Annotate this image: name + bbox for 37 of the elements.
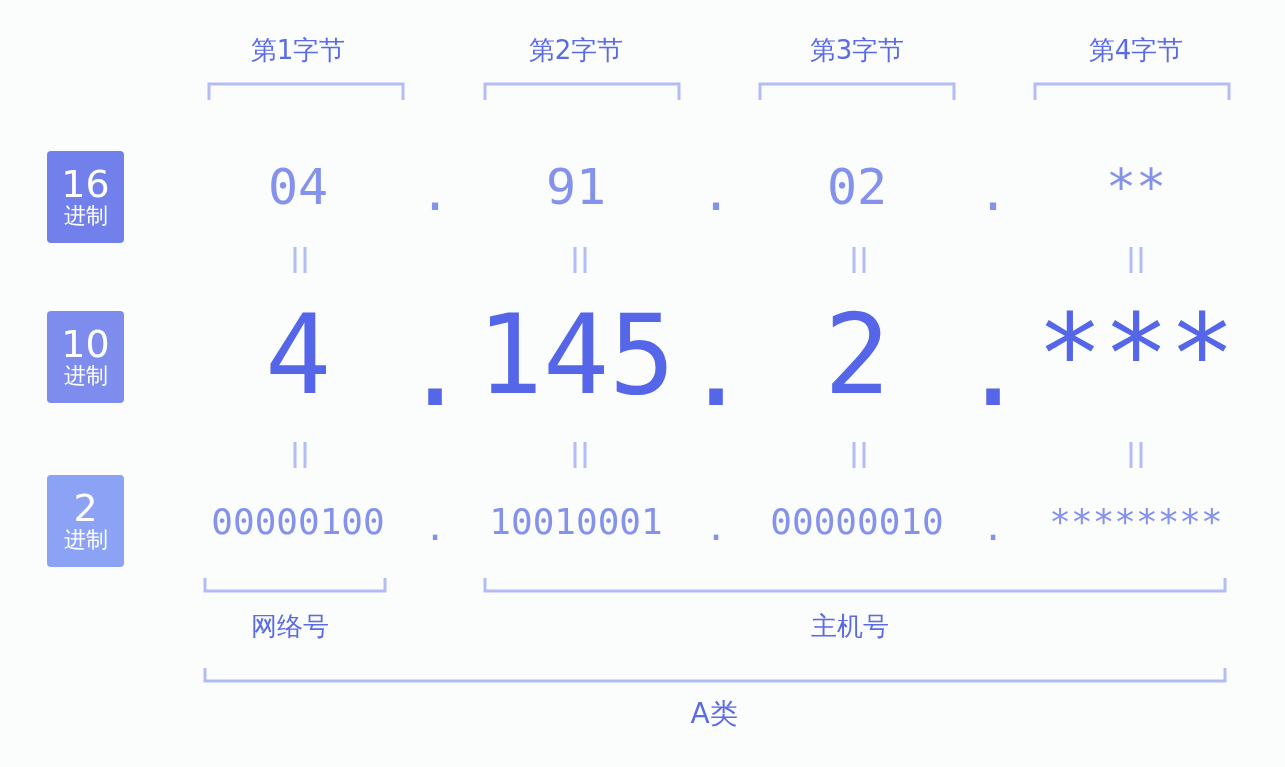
binary-value: 00000100: [211, 504, 385, 540]
hex-value: 91: [545, 162, 607, 212]
dot-separator: .: [682, 312, 750, 422]
dot-separator: .: [401, 312, 469, 422]
base-unit-label: 进制: [62, 205, 109, 227]
hex-value: 02: [826, 162, 888, 212]
byte-header: 第1字节: [250, 37, 346, 63]
decimal-value: 4: [264, 300, 332, 410]
byte-header: 第2字节: [528, 37, 624, 63]
hex-value: 04: [267, 162, 329, 212]
binary-value: 00000010: [770, 504, 944, 540]
class-label: A类: [690, 700, 738, 728]
binary-value: ********: [1049, 504, 1223, 540]
dot-separator: .: [982, 510, 1004, 546]
host-part-label: 主机号: [811, 613, 889, 639]
hex-base-badge: [47, 151, 124, 243]
decimal-value: 2: [823, 300, 891, 410]
dot-separator: .: [977, 168, 1009, 218]
decimal-base-badge: [47, 311, 124, 403]
byte-header: 第4字节: [1088, 37, 1184, 63]
network-part-label: 网络号: [251, 613, 329, 639]
decimal-value: ***: [1036, 300, 1236, 410]
dot-separator: .: [959, 312, 1027, 422]
base-unit-label: 进制: [62, 529, 109, 551]
binary-value: 10010001: [489, 504, 663, 540]
hex-value: **: [1105, 162, 1167, 212]
base-unit-label: 进制: [62, 365, 109, 387]
byte-header: 第3字节: [809, 37, 905, 63]
dot-separator: .: [419, 168, 451, 218]
base-number: 10: [60, 325, 111, 363]
binary-base-badge: [47, 475, 124, 567]
dot-separator: .: [424, 510, 446, 546]
base-number: 16: [60, 165, 111, 203]
decimal-value: 145: [476, 300, 676, 410]
dot-separator: .: [705, 510, 727, 546]
dot-separator: .: [700, 168, 732, 218]
base-number: 2: [73, 489, 98, 527]
